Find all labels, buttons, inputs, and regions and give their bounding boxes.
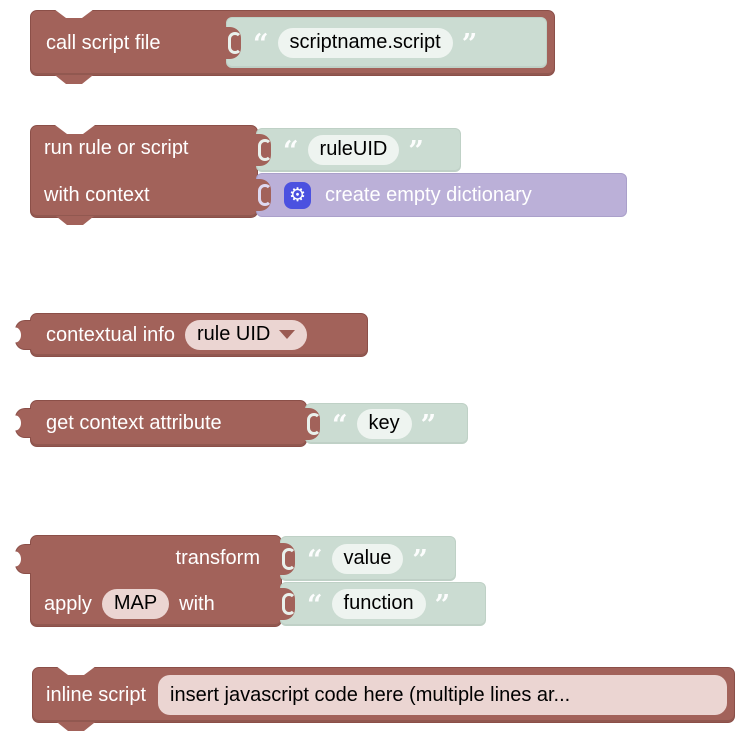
dropdown-field-contextual-info[interactable]: rule UID xyxy=(184,320,308,350)
block-label: transform xyxy=(175,546,260,569)
bottom-bump xyxy=(55,216,95,225)
key-field[interactable]: key xyxy=(356,408,412,439)
block-label: inline script xyxy=(46,683,147,706)
block-inline-script[interactable]: inline script insert javascript code her… xyxy=(32,666,735,731)
dict-block-label: create empty dictionary xyxy=(325,183,532,206)
block-label: get context attribute xyxy=(46,412,222,434)
bottom-bump xyxy=(54,75,94,84)
string-shadow-block[interactable]: “ key ” xyxy=(305,403,468,444)
gear-icon[interactable]: ⚙ xyxy=(284,181,311,209)
top-notch xyxy=(55,125,95,134)
input-plug xyxy=(256,134,272,166)
string-shadow-block[interactable]: “ scriptname.script ” xyxy=(226,17,547,68)
block-label: run rule or script xyxy=(44,137,189,159)
input-plug xyxy=(305,407,321,440)
input-plug xyxy=(226,26,242,59)
value-field[interactable]: value xyxy=(331,543,404,574)
input-plug xyxy=(256,179,272,211)
block-get-context-attribute[interactable]: get context attribute “ key ” xyxy=(15,400,468,447)
output-tab xyxy=(15,544,31,574)
block-body xyxy=(30,400,307,447)
input-plug xyxy=(280,542,296,575)
bottom-bump xyxy=(56,722,96,731)
dropdown-selected-value: rule UID xyxy=(196,323,271,345)
output-tab xyxy=(15,320,31,350)
string-shadow-block[interactable]: “ value ” xyxy=(280,536,456,581)
block-body xyxy=(30,125,258,225)
input-plug xyxy=(280,588,296,620)
top-notch xyxy=(56,666,96,675)
dropdown-field-transform-method[interactable]: MAP xyxy=(101,589,170,619)
top-notch xyxy=(54,9,94,18)
rule-uid-field[interactable]: ruleUID xyxy=(307,135,400,165)
dropdown-arrow-icon xyxy=(279,330,296,339)
dropdown-selected-value: MAP xyxy=(113,592,158,614)
block-label: apply xyxy=(44,592,92,615)
block-label: with context xyxy=(44,183,150,206)
block-label: with xyxy=(179,592,215,615)
block-call-script-file[interactable]: call script file “ scriptname.script ” xyxy=(30,9,555,84)
block-transform[interactable]: transform apply MAP with “ value ” “ fun… xyxy=(15,535,486,627)
function-field[interactable]: function xyxy=(331,589,426,619)
string-shadow-block[interactable]: “ ruleUID ” xyxy=(256,128,461,172)
block-contextual-info[interactable]: contextual info rule UID xyxy=(15,313,368,357)
output-tab xyxy=(15,408,31,438)
dict-block-create-empty-dictionary[interactable]: ⚙ create empty dictionary xyxy=(256,173,627,217)
block-label: call script file xyxy=(46,31,161,54)
block-label: contextual info xyxy=(46,323,175,346)
script-name-field[interactable]: scriptname.script xyxy=(277,27,453,58)
string-shadow-block[interactable]: “ function ” xyxy=(280,582,486,626)
block-run-rule-or-script[interactable]: run rule or script with context “ ruleUI… xyxy=(30,125,630,225)
script-code-field[interactable]: insert javascript code here (multiple li… xyxy=(158,675,727,715)
